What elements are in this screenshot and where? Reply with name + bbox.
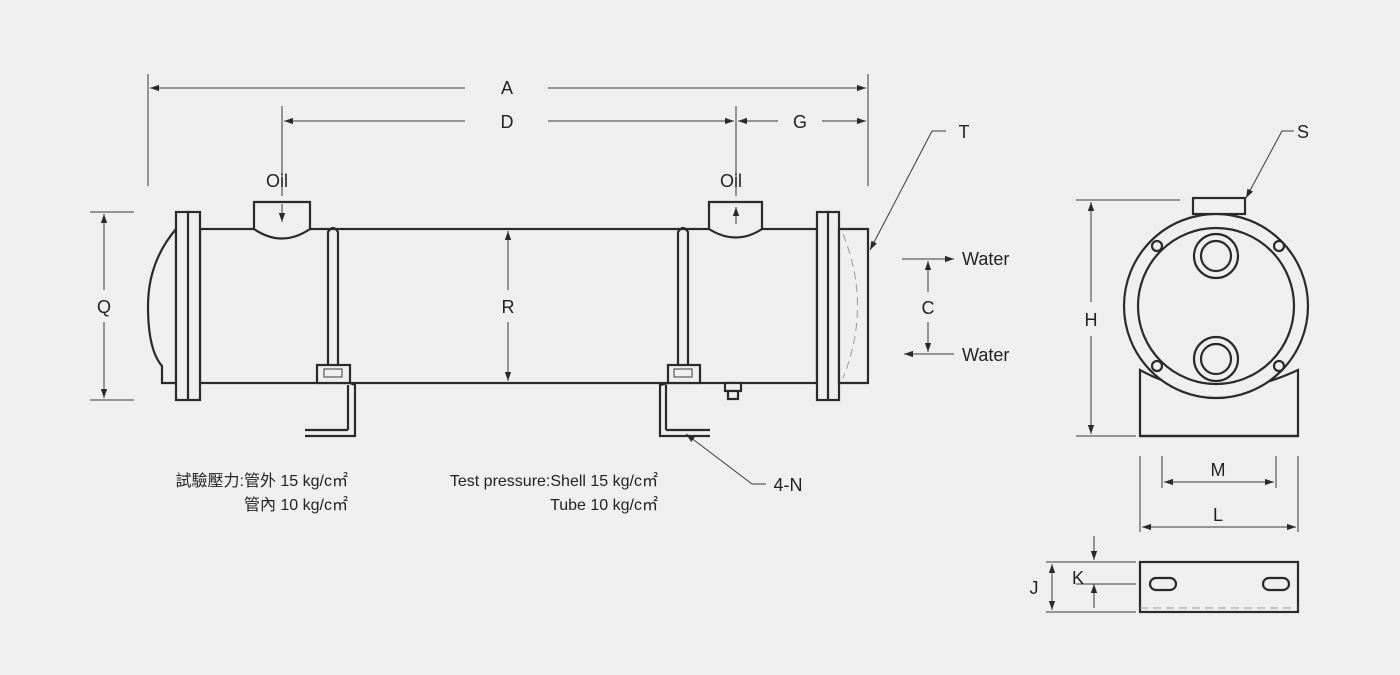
note-en-line1: Test pressure:Shell 15 kg/c㎡ <box>450 472 658 490</box>
label-s: S <box>1297 122 1309 142</box>
label-c: C <box>922 298 935 318</box>
dimension-k <box>1076 536 1136 608</box>
dimension-c <box>902 255 954 358</box>
label-oil-right: Oil <box>720 171 742 191</box>
label-m: M <box>1211 460 1226 480</box>
dimension-a <box>147 74 869 186</box>
label-l: L <box>1213 505 1223 525</box>
label-g: G <box>793 112 807 132</box>
label-r: R <box>502 297 515 317</box>
base-plate <box>1138 560 1300 614</box>
label-q: Q <box>97 297 111 317</box>
end-view <box>1122 196 1310 438</box>
support-bracket-right <box>658 226 710 438</box>
dimension-m <box>1161 456 1277 488</box>
label-oil-left: Oil <box>266 171 288 191</box>
left-end-cap <box>146 226 178 385</box>
leader-s <box>1245 130 1294 199</box>
label-k: K <box>1072 568 1084 588</box>
label-a: A <box>501 78 513 98</box>
dimension-q <box>90 211 134 401</box>
dimension-j <box>1046 561 1136 613</box>
leader-4n <box>685 433 766 485</box>
slot-right <box>1261 576 1291 592</box>
label-water-bottom: Water <box>962 345 1009 365</box>
note-zh-line2: 管內 10 kg/c㎡ <box>244 496 348 514</box>
leader-t <box>869 130 946 251</box>
label-4n: 4-N <box>773 475 802 495</box>
dimension-d <box>281 106 737 196</box>
nozzle-s <box>1191 196 1247 216</box>
end-flange-inner <box>1136 226 1296 386</box>
note-zh-line1: 試驗壓力:管外 15 kg/c㎡ <box>176 472 348 490</box>
dimension-l <box>1139 456 1299 532</box>
label-h: H <box>1085 310 1098 330</box>
note-en-line2: Tube 10 kg/c㎡ <box>550 496 658 514</box>
dimension-h <box>1076 199 1180 437</box>
label-t: T <box>959 122 970 142</box>
support-bracket-left <box>305 226 357 438</box>
label-j: J <box>1030 578 1039 598</box>
drain-plug <box>723 381 743 401</box>
right-bonnet <box>837 227 870 385</box>
label-d: D <box>501 112 514 132</box>
slot-left <box>1148 576 1178 592</box>
label-water-top: Water <box>962 249 1009 269</box>
